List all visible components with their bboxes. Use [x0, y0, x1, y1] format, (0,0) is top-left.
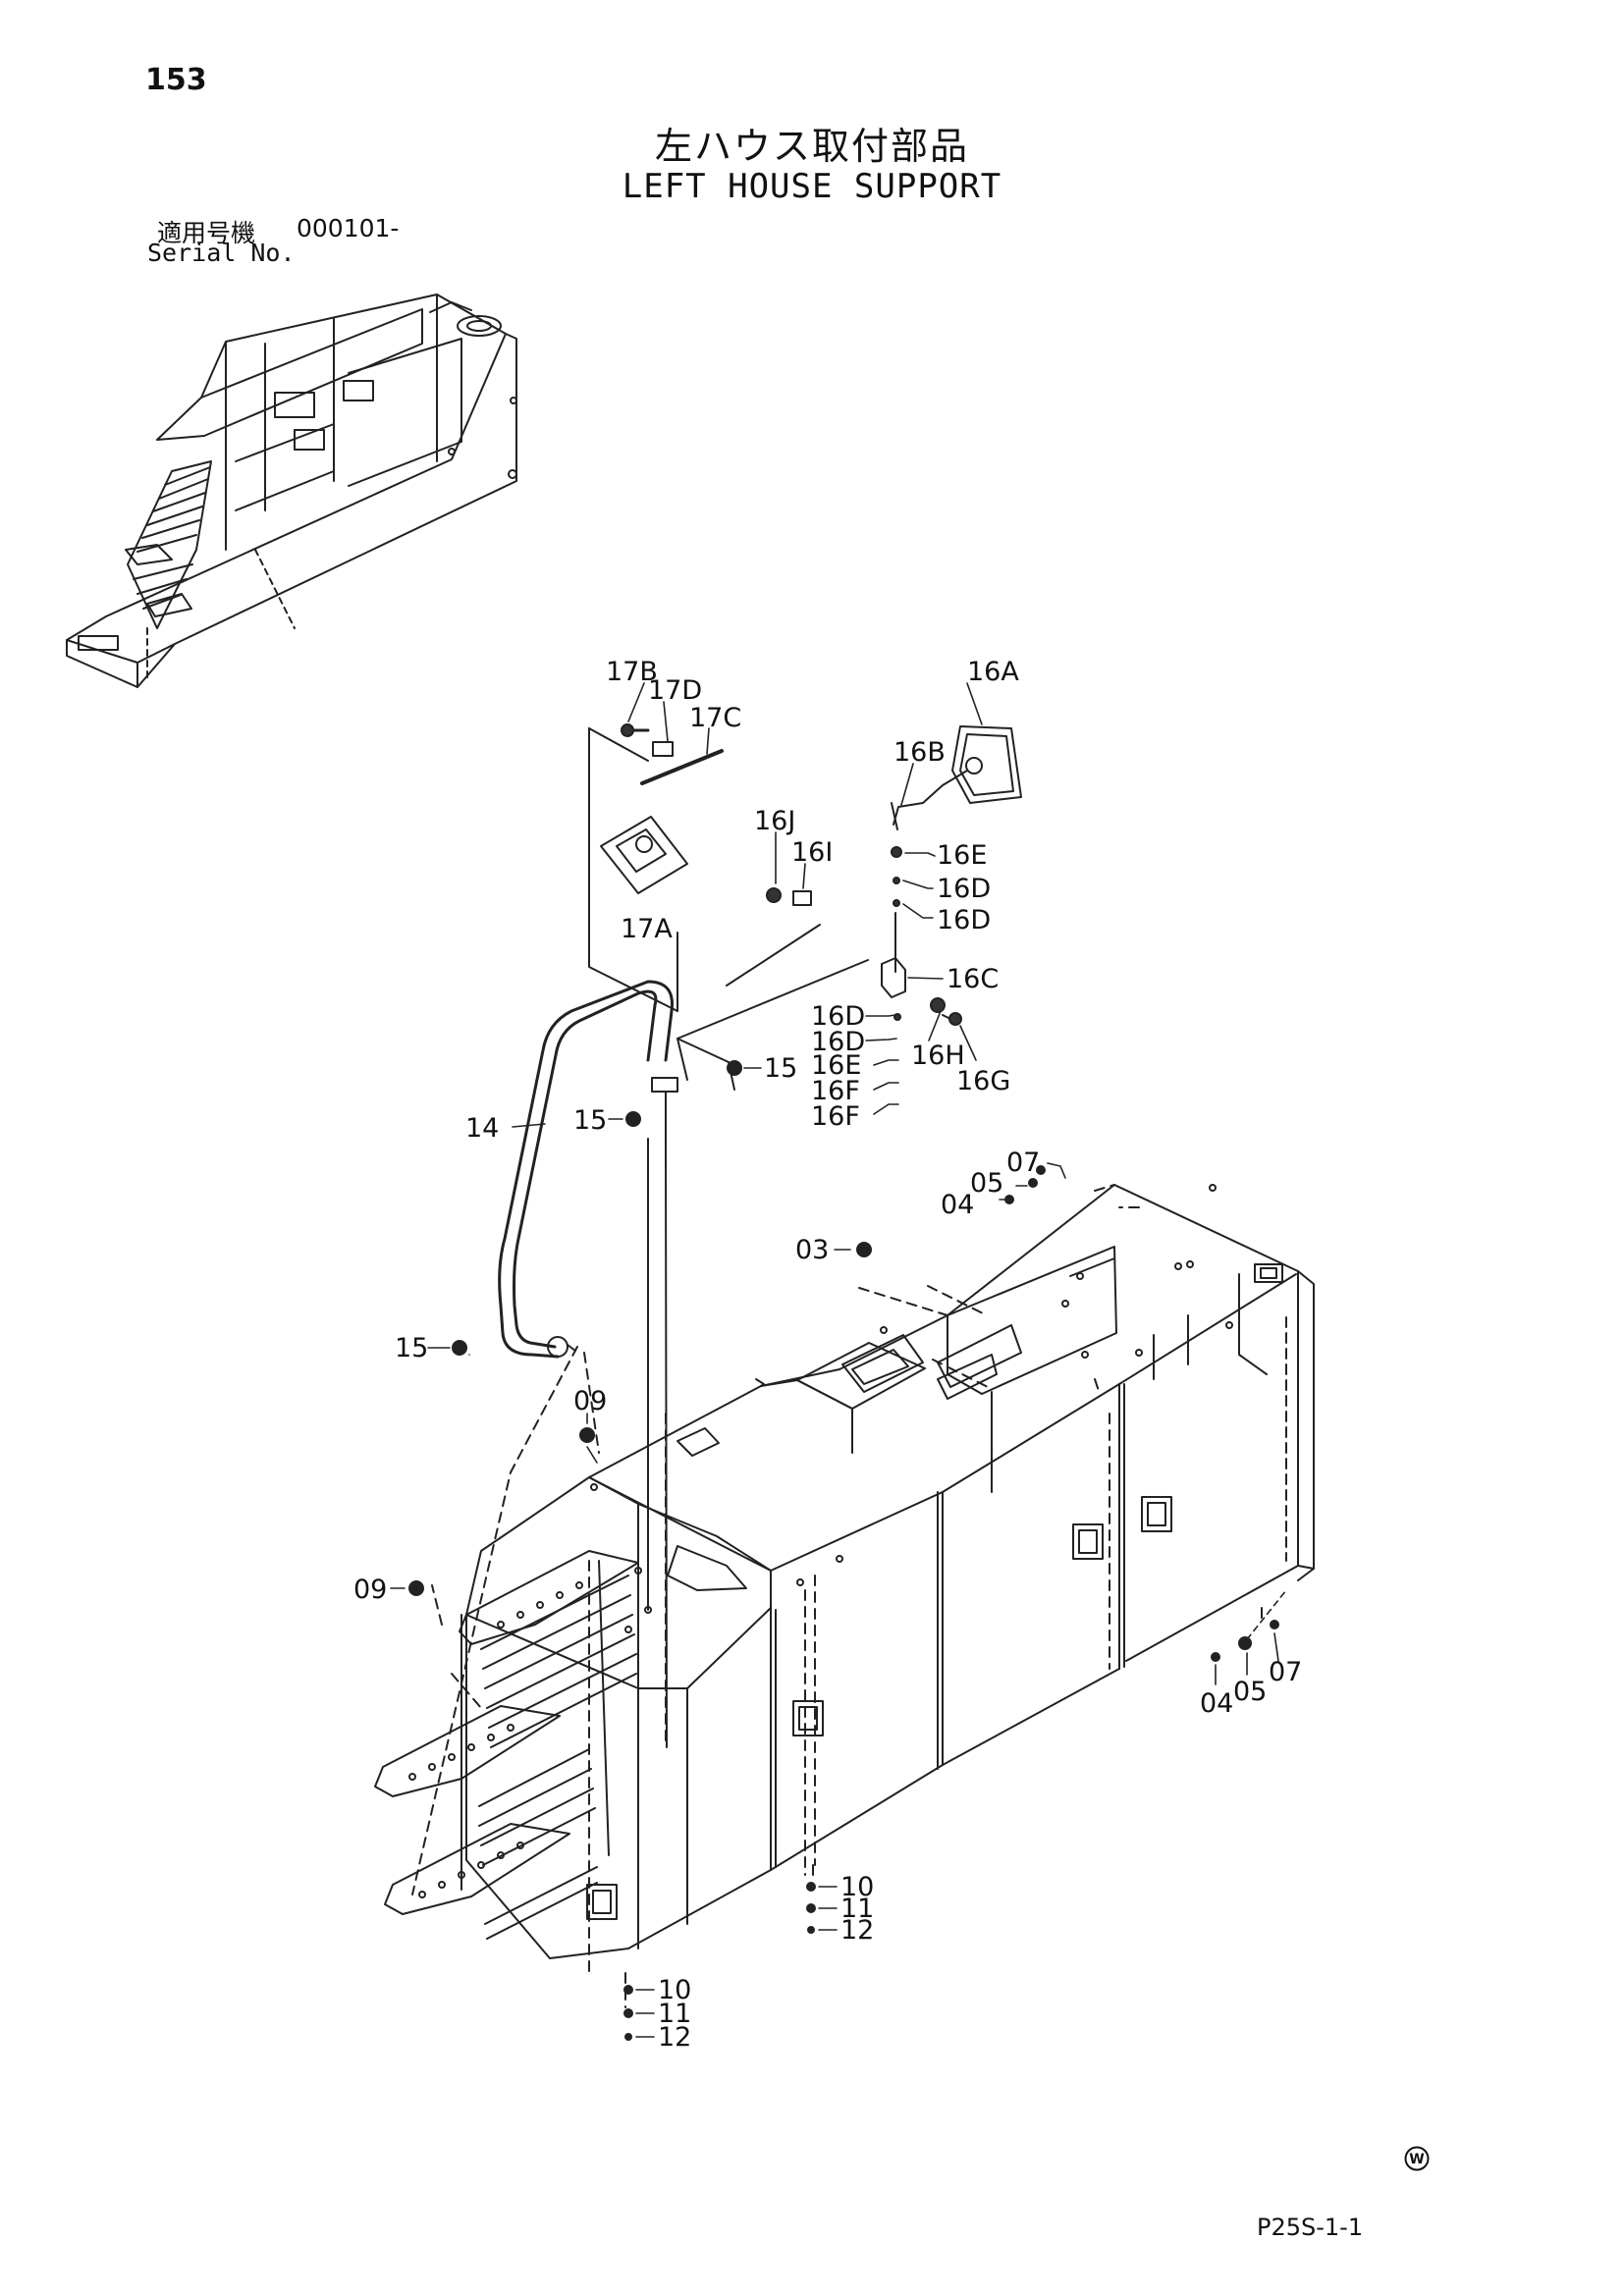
callout-16D: 16D — [811, 1027, 865, 1057]
callout-15: 15 — [764, 1053, 797, 1084]
callout-16D: 16D — [937, 874, 991, 904]
w-mark-icon: W — [1404, 2146, 1430, 2171]
title-japanese: 左ハウス取付部品 — [654, 125, 969, 168]
callout-05: 05 — [970, 1168, 1003, 1199]
callout-16E: 16E — [811, 1050, 861, 1081]
left-house-cover — [374, 1184, 1315, 1959]
callout-labels: 17B 17D 17C 17A 16A 16B 16J 16I 16E 16D … — [353, 657, 1302, 2053]
callout-09: 09 — [573, 1386, 607, 1416]
callout-17D: 17D — [648, 675, 702, 706]
callout-11: 11 — [840, 1894, 874, 1924]
callout-11: 11 — [658, 1999, 691, 2029]
callout-05: 05 — [1233, 1677, 1267, 1707]
callout-16B: 16B — [893, 737, 946, 768]
callout-leaders — [390, 682, 1287, 2038]
overview-thumbnail — [66, 294, 517, 688]
callout-10: 10 — [840, 1872, 874, 1902]
callout-17A: 17A — [621, 914, 673, 944]
w-mark-letter: W — [1409, 2152, 1424, 2167]
callout-16I: 16I — [791, 837, 833, 868]
serial-number-value: 000101- — [297, 214, 400, 242]
callout-04: 04 — [941, 1190, 974, 1220]
hidden-lines — [411, 1184, 1263, 2008]
callout-16D: 16D — [937, 905, 991, 935]
callout-12: 12 — [840, 1915, 874, 1946]
callout-04: 04 — [1200, 1688, 1233, 1719]
callout-16A: 16A — [967, 657, 1019, 687]
callout-17B: 17B — [606, 657, 658, 687]
serial-label-english: Serial No. — [147, 239, 296, 267]
callout-15: 15 — [395, 1333, 428, 1363]
callout-16C: 16C — [947, 964, 999, 994]
side-mirror-assembly-16 — [677, 725, 1022, 1091]
footer-code: P25S-1-1 — [1257, 2214, 1364, 2241]
serial-label-japanese: 適用号機 — [157, 219, 256, 247]
callout-09: 09 — [353, 1575, 387, 1605]
handrail-14 — [498, 980, 678, 1748]
callout-16F: 16F — [811, 1076, 860, 1106]
callout-14: 14 — [465, 1113, 499, 1144]
callout-03: 03 — [795, 1235, 829, 1265]
callout-15: 15 — [573, 1105, 607, 1136]
callout-16E: 16E — [937, 840, 987, 871]
callout-12: 12 — [658, 2022, 691, 2053]
callout-07: 07 — [1006, 1148, 1040, 1178]
callout-10: 10 — [658, 1975, 691, 2005]
title-english: LEFT HOUSE SUPPORT — [622, 167, 1002, 206]
step-mirror-assembly-17 — [588, 723, 724, 1012]
callout-16J: 16J — [754, 806, 795, 836]
access-stairs — [374, 1550, 639, 1940]
callout-16H: 16H — [911, 1041, 965, 1071]
callout-16F: 16F — [811, 1101, 860, 1132]
callout-16G: 16G — [956, 1066, 1010, 1096]
callout-07: 07 — [1269, 1657, 1302, 1687]
callout-17C: 17C — [689, 703, 741, 733]
callout-16D: 16D — [811, 1001, 865, 1032]
page-number: 153 — [145, 63, 207, 97]
